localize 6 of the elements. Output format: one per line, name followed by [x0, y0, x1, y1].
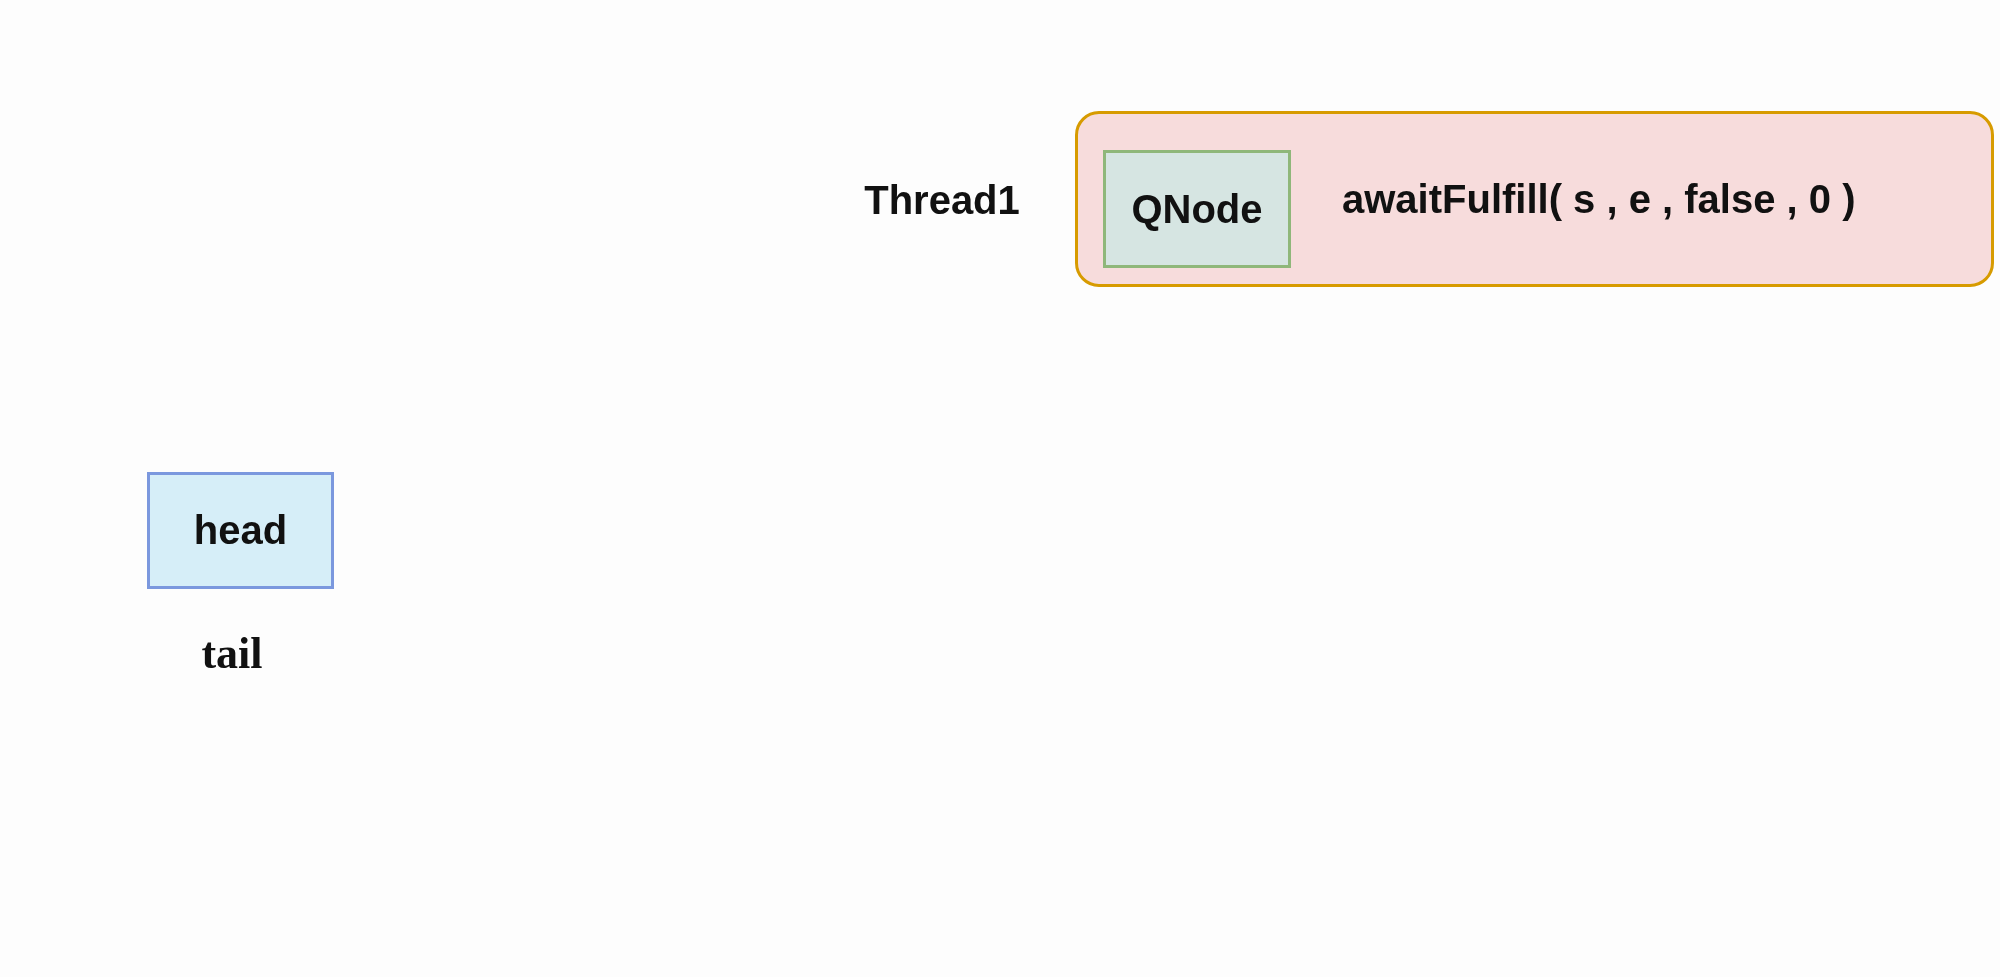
thread-label: Thread1 [864, 178, 1020, 222]
head-box: head [147, 472, 334, 589]
method-call-text: awaitFulfill( s , e , false , 0 ) [1342, 177, 1856, 221]
tail-label: tail [201, 629, 263, 679]
rounded-container [1075, 111, 1994, 287]
node-box: QNode [1103, 150, 1291, 268]
